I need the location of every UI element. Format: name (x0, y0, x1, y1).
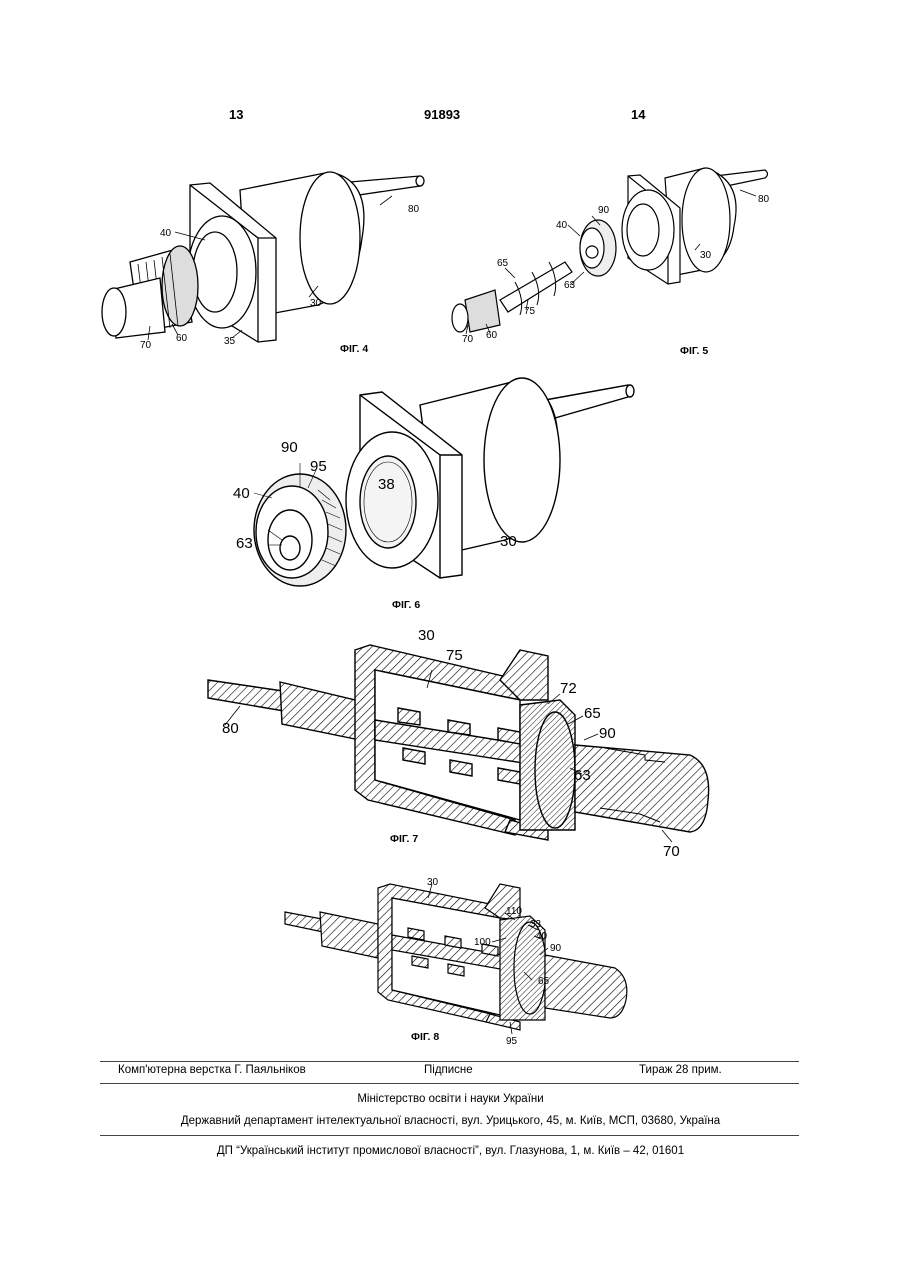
fig8-label-110: 110 (506, 906, 522, 917)
figure-6 (254, 378, 634, 586)
institute-line: ДП “Український інститут промислової вла… (0, 1145, 901, 1157)
fig7-label-70: 70 (663, 843, 680, 860)
fig8-label-90: 90 (550, 943, 562, 954)
footer-rule-bottom (100, 1135, 799, 1136)
fig8-label-33: 33 (530, 919, 542, 930)
fig5-label-30: 30 (700, 250, 712, 261)
fig5-label-65: 65 (497, 258, 509, 269)
footer-rule-top (100, 1061, 799, 1062)
fig6-caption: ФІГ. 6 (392, 599, 420, 611)
fig5-label-40: 40 (556, 220, 568, 231)
fig6-label-40: 40 (233, 485, 250, 502)
typesetting-credit: Комп'ютерна верстка Г. Паяльніков (118, 1064, 306, 1076)
fig8-label-65: 65 (538, 976, 550, 987)
fig5-caption: ФІГ. 5 (680, 345, 708, 357)
signed-note: Підписне (424, 1064, 473, 1076)
fig5-label-60: 60 (486, 330, 498, 341)
fig8-label-30: 30 (427, 877, 439, 888)
fig6-label-95: 95 (310, 458, 327, 475)
fig6-label-30: 30 (500, 533, 517, 550)
patent-drawings: 40 80 30 70 60 35 ФІГ. 4 (0, 0, 901, 1060)
fig4-label-80: 80 (408, 204, 420, 215)
figure-5 (452, 168, 768, 334)
fig7-label-90: 90 (599, 725, 616, 742)
fig7-label-80: 80 (222, 720, 239, 737)
fig4-label-30: 30 (310, 298, 322, 309)
fig5-label-63: 63 (564, 280, 576, 291)
fig5-label-70: 70 (462, 334, 474, 345)
fig8-caption: ФІГ. 8 (411, 1031, 439, 1043)
fig8-label-100: 100 (474, 937, 491, 948)
fig7-label-75: 75 (446, 647, 463, 664)
figure-8 (285, 884, 627, 1034)
fig6-label-63: 63 (236, 535, 253, 552)
figure-4 (102, 172, 424, 342)
print-run: Тираж 28 прим. (639, 1064, 722, 1076)
ministry-line: Міністерство освіти і науки України (0, 1093, 901, 1105)
fig5-label-90: 90 (598, 205, 610, 216)
fig7-label-63: 63 (574, 767, 591, 784)
fig4-label-35: 35 (224, 336, 236, 347)
figure-7 (208, 645, 709, 842)
fig6-label-90: 90 (281, 439, 298, 456)
fig4-caption: ФІГ. 4 (340, 343, 368, 355)
fig6-label-38: 38 (378, 476, 395, 493)
fig4-label-40: 40 (160, 228, 172, 239)
fig5-label-80: 80 (758, 194, 770, 205)
fig7-label-72: 72 (560, 680, 577, 697)
fig4-label-60: 60 (176, 333, 188, 344)
department-line: Державний департамент інтелектуальної вл… (0, 1115, 901, 1127)
fig7-label-65: 65 (584, 705, 601, 722)
fig8-label-40: 40 (536, 931, 548, 942)
fig8-label-95: 95 (506, 1036, 518, 1047)
fig7-label-30: 30 (418, 627, 435, 644)
footer-rule-middle (100, 1083, 799, 1084)
fig7-caption: ФІГ. 7 (390, 833, 418, 845)
fig5-label-75: 75 (524, 306, 536, 317)
fig4-label-70: 70 (140, 340, 152, 351)
